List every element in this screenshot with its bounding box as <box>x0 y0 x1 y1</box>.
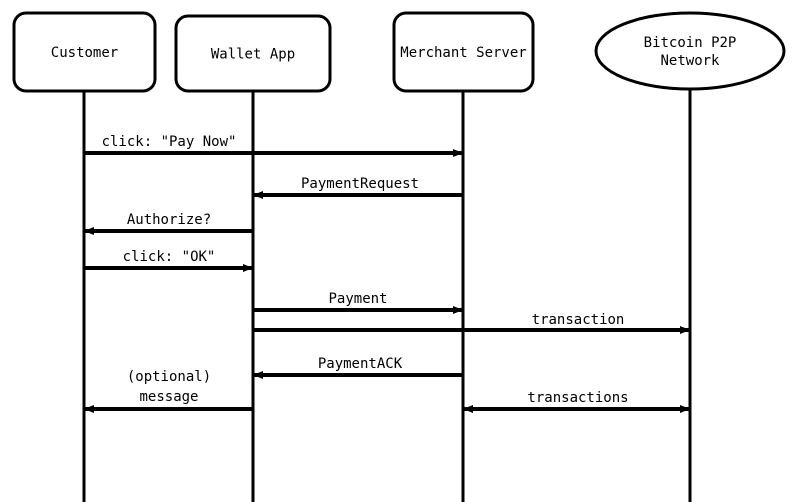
msg-transactions-label: transactions <box>527 390 628 406</box>
msg-payment-ack-label: PaymentACK <box>318 356 403 372</box>
msg-payment-label: Payment <box>328 291 387 307</box>
participant-network[interactable]: Bitcoin P2P Network <box>594 11 786 91</box>
participant-nodes-group: Customer Wallet App Merchant Server Bitcoin… <box>12 11 786 93</box>
msg-authorize-label: Authorize? <box>127 212 211 228</box>
messages-group: click: "Pay Now" PaymentRequestAuthorize?… <box>84 134 690 413</box>
msg-click-ok-label: click: "OK" <box>123 249 216 265</box>
participant-shape-box <box>392 11 535 93</box>
participant-wallet[interactable]: Wallet App <box>174 14 332 93</box>
participant-shape-box <box>174 14 332 93</box>
msg-click-pay-now[interactable]: click: "Pay Now" <box>84 134 463 157</box>
participant-label-wallet: Wallet App <box>211 47 295 63</box>
msg-optional-message-label: message <box>139 389 198 405</box>
participant-label-merchant: Merchant Server <box>400 45 526 61</box>
msg-optional-message-label: (optional) <box>127 369 211 385</box>
msg-payment-request[interactable]: PaymentRequest <box>253 176 463 199</box>
msg-transaction[interactable]: transaction <box>253 312 690 334</box>
participant-merchant[interactable]: Merchant Server <box>392 11 535 93</box>
participant-label-customer: Customer <box>51 45 118 61</box>
msg-optional-message[interactable]: (optional) message <box>84 369 253 413</box>
participant-label-network-line2: Network <box>660 53 720 69</box>
msg-payment-ack[interactable]: PaymentACK <box>253 356 463 379</box>
msg-authorize[interactable]: Authorize? <box>84 212 253 235</box>
msg-click-ok[interactable]: click: "OK" <box>84 249 253 272</box>
participant-label-network-line1: Bitcoin P2P <box>644 35 737 51</box>
msg-click-pay-now-label: click: "Pay Now" <box>102 134 237 150</box>
lifelines-group <box>82 89 692 502</box>
participant-shape-box <box>12 11 157 93</box>
msg-payment-request-label: PaymentRequest <box>301 176 419 192</box>
participant-shape-ellipse <box>594 11 786 91</box>
participant-customer[interactable]: Customer <box>12 11 157 93</box>
msg-transactions[interactable]: transactions <box>463 390 690 413</box>
msg-payment[interactable]: Payment <box>253 291 463 314</box>
msg-transaction-label: transaction <box>532 312 625 328</box>
